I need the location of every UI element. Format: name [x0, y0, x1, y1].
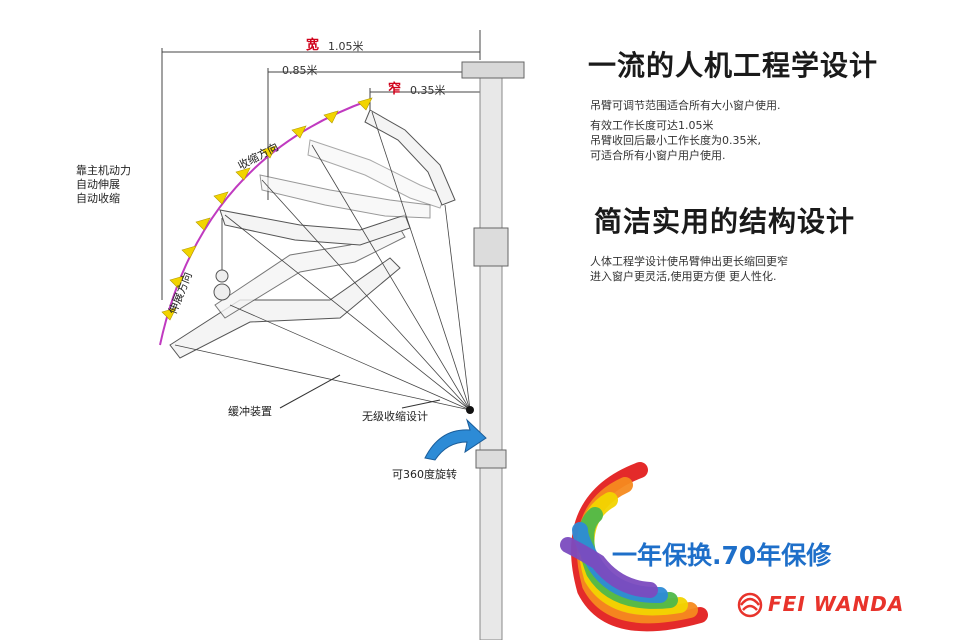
section1-line4: 可适合所有小窗户用户使用.: [590, 149, 726, 162]
direction-arrows: [161, 97, 373, 321]
callout-lines: [279, 374, 441, 409]
pole-top-bracket: [461, 61, 525, 79]
mid-value: 0.85米: [282, 64, 318, 77]
stepless-callout: 无级收缩设计: [362, 410, 428, 423]
pivot-point: [466, 406, 474, 414]
rotate-callout: 可360度旋转: [392, 468, 457, 481]
buffer-callout: 缓冲装置: [228, 405, 272, 418]
brand-logo-icon: [737, 592, 763, 618]
section1-line3: 吊臂收回后最小工作长度为0.35米,: [590, 134, 761, 147]
dimension-lines: [161, 30, 481, 300]
section2-title: 简洁实用的结构设计: [594, 205, 856, 238]
section2-line1: 人体工程学设计使吊臂伸出更长缩回更窄: [590, 255, 788, 268]
rainbow-swirl-graphic: [560, 462, 708, 632]
section1-line1: 吊臂可调节范围适合所有大小窗户使用.: [590, 99, 781, 112]
narrow-value: 0.35米: [410, 84, 446, 97]
rotate-arrow-icon: [424, 418, 487, 461]
wide-label: 宽: [306, 38, 320, 53]
warranty-slogan: 一年保换.70年保修: [612, 541, 832, 570]
support-cables: [174, 111, 471, 411]
brand-name: FEI WANDA: [768, 592, 905, 616]
pole-bottom-clamp: [475, 449, 507, 469]
power-label-1: 靠主机动力: [76, 164, 131, 177]
section1-title: 一流的人机工程学设计: [588, 49, 879, 82]
power-label-2: 自动伸展: [76, 178, 120, 191]
main-pole: [479, 69, 503, 641]
arm-silhouettes: [169, 109, 456, 359]
narrow-label: 窄: [388, 82, 402, 97]
section1-line2: 有效工作长度可达1.05米: [590, 119, 714, 132]
hanging-hook: [213, 218, 231, 301]
wide-value: 1.05米: [328, 40, 364, 53]
section2-line2: 进入窗户更灵活,使用更方便 更人性化.: [590, 270, 777, 283]
power-label-3: 自动收缩: [76, 192, 120, 205]
pole-mid-clamp: [473, 227, 509, 267]
